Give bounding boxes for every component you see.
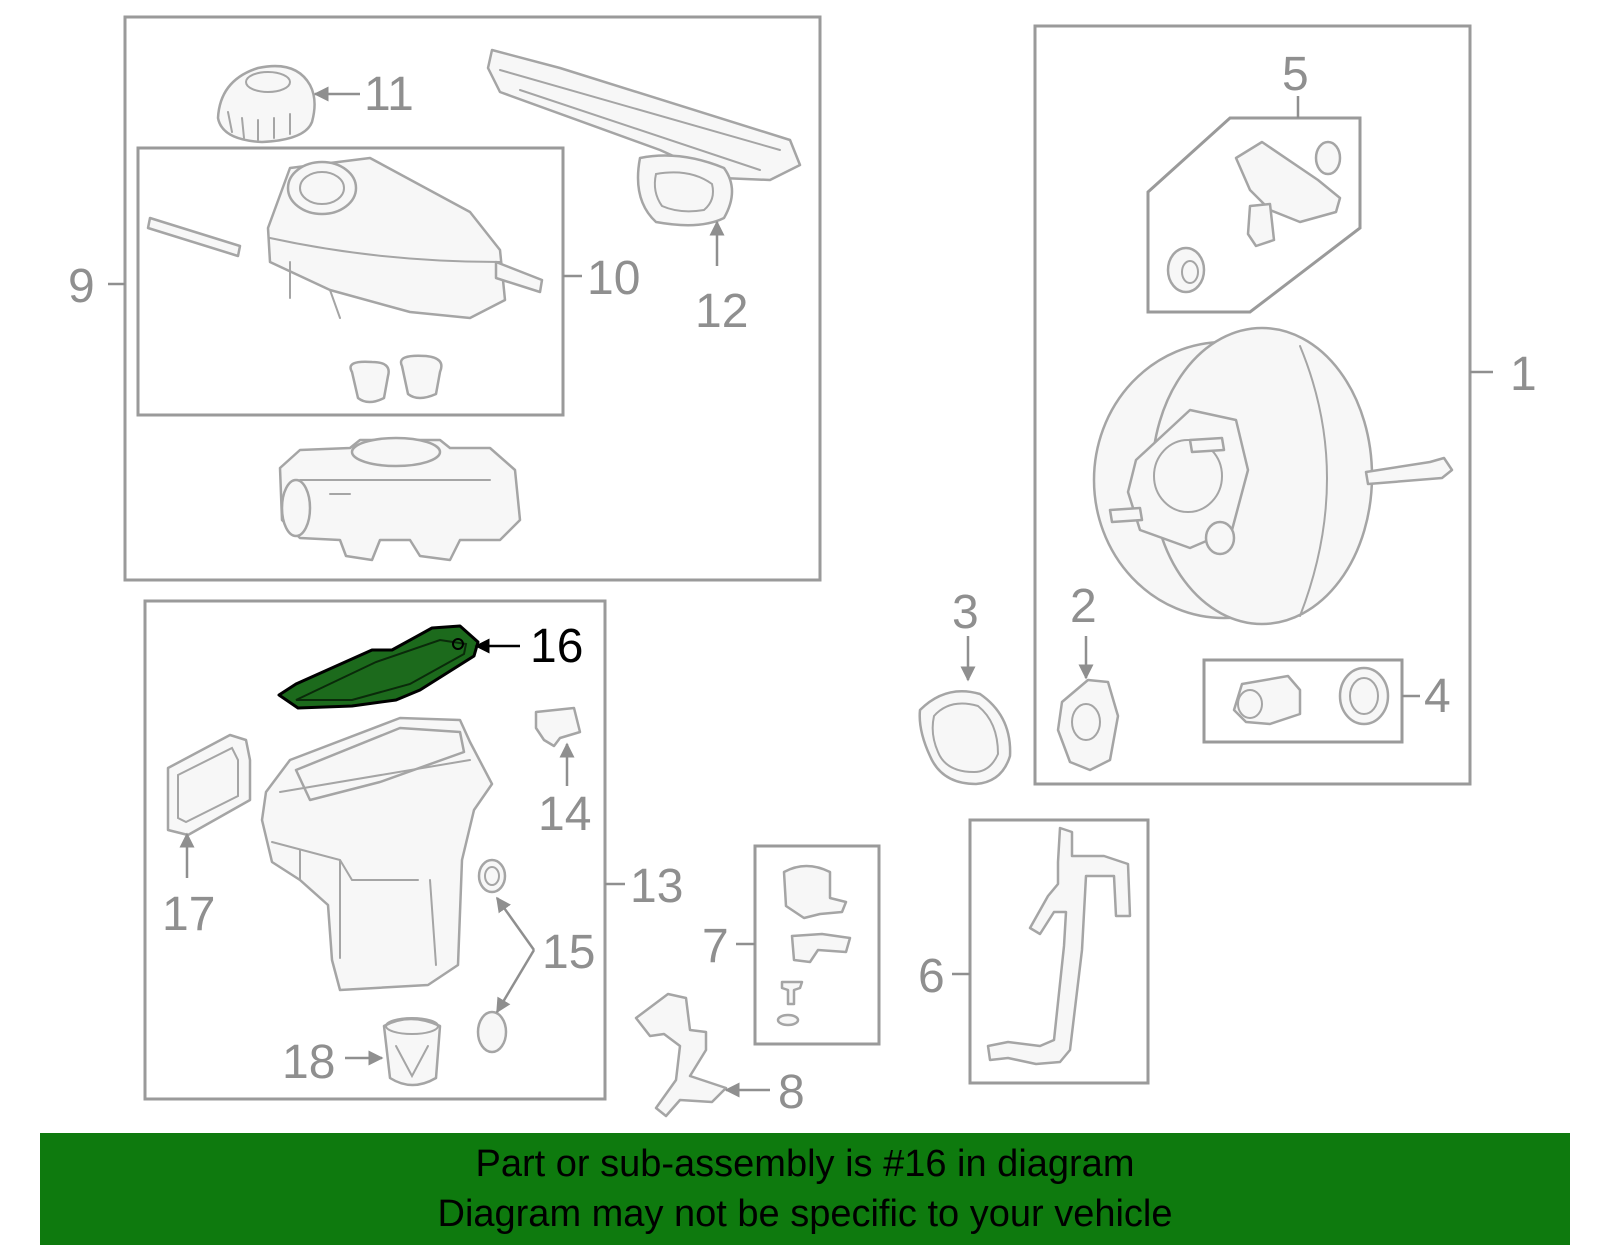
part-8-bracket[interactable] [634, 992, 728, 1118]
leader-15b [495, 949, 536, 1014]
part-16-highlighted[interactable] [277, 624, 480, 710]
callout-10: 10 [587, 252, 640, 305]
banner-line-1: Part or sub-assembly is #16 in diagram [475, 1143, 1135, 1185]
part-11-reservoir-cap[interactable] [216, 64, 316, 144]
part-17-gasket[interactable] [166, 733, 252, 837]
leader-15a [495, 896, 536, 951]
callout-1: 1 [1510, 348, 1537, 401]
part-15-o-rings[interactable] [476, 858, 508, 1054]
callout-15: 15 [542, 926, 595, 979]
part-9-master-cylinder-body[interactable] [278, 436, 522, 562]
callout-5: 5 [1282, 48, 1309, 101]
group-9-box [123, 15, 822, 582]
part-2-gasket[interactable] [1056, 678, 1120, 772]
group-5-box [1146, 116, 1362, 314]
part-4-seals[interactable] [1232, 666, 1390, 726]
group-13-reservoir-kit: 16 17 14 13 15 18 [143, 599, 683, 1101]
callout-13: 13 [630, 860, 683, 913]
group-10-box [136, 146, 565, 417]
callout-16: 16 [530, 620, 583, 673]
part-6-brake-pedal[interactable] [986, 826, 1132, 1066]
part-13-reservoir-housing[interactable] [260, 716, 494, 992]
group-4-box [1202, 658, 1404, 744]
callout-7: 7 [702, 920, 729, 973]
info-banner: Part or sub-assembly is #16 in diagram D… [40, 1133, 1570, 1245]
group-6-box [968, 818, 1150, 1085]
callout-17: 17 [162, 888, 215, 941]
part-14-connector[interactable] [534, 706, 582, 748]
part-7-switch[interactable] [776, 864, 852, 1027]
callout-12: 12 [695, 285, 748, 338]
callout-9: 9 [68, 260, 95, 313]
callout-4: 4 [1424, 670, 1451, 723]
banner-line-2: Diagram may not be specific to your vehi… [437, 1193, 1173, 1235]
group-1-box [1033, 24, 1472, 786]
part-12-reservoir-bracket[interactable] [486, 48, 802, 227]
group-6-pedal: 6 [918, 818, 1150, 1085]
part-1-booster[interactable] [1092, 326, 1454, 626]
part-10-reservoir[interactable] [146, 156, 544, 404]
callout-3: 3 [952, 586, 979, 639]
part-18-strainer[interactable] [382, 1017, 442, 1087]
group-13-box [143, 599, 607, 1101]
group-9-master-cylinder: 9 10 11 12 [68, 15, 822, 582]
group-7-switch: 7 [702, 844, 881, 1046]
callout-11: 11 [364, 68, 414, 121]
group-1-brake-booster: 5 1 2 4 [1033, 24, 1537, 786]
callout-14: 14 [538, 788, 591, 841]
callout-8: 8 [778, 1066, 805, 1119]
part-5-check-valve[interactable] [1166, 140, 1342, 294]
callout-6: 6 [918, 950, 945, 1003]
part-3-seal[interactable] [918, 690, 1012, 786]
callout-18: 18 [282, 1036, 335, 1089]
callout-2: 2 [1070, 580, 1097, 633]
